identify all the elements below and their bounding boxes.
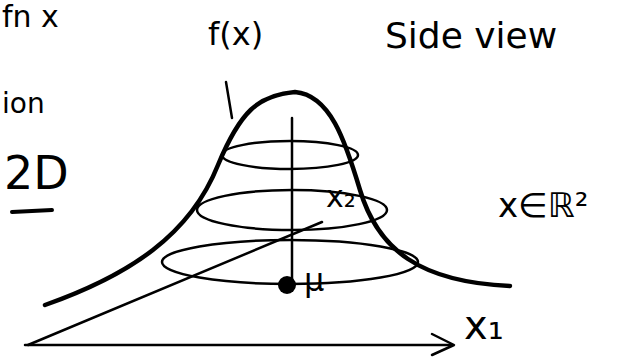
bell-curve xyxy=(45,92,510,305)
contour-ellipse xyxy=(222,141,358,169)
x1-axis xyxy=(25,344,452,347)
underline xyxy=(12,210,52,212)
space-label: x∈ℝ² xyxy=(498,188,588,222)
axis-label: x₁ xyxy=(464,305,504,345)
heading-fragment: fn x xyxy=(2,2,59,32)
mean-label: μ xyxy=(304,264,324,296)
view-label: Side view xyxy=(385,18,557,54)
heading-fragment: ion xyxy=(2,90,45,118)
axis-arrowhead xyxy=(432,334,454,355)
mean-dot xyxy=(278,276,296,294)
function-label: f(x) xyxy=(208,18,263,50)
vertical-axis xyxy=(291,118,294,282)
axis-label: x₂ xyxy=(326,182,356,212)
dimension-label: 2D xyxy=(4,150,69,196)
leader-line xyxy=(226,82,232,118)
x2-axis xyxy=(28,222,322,345)
